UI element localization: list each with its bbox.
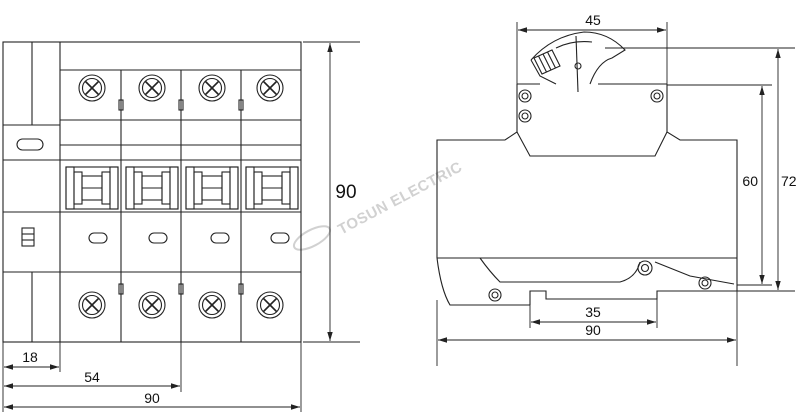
rail-height-label: 60 xyxy=(742,173,758,189)
front-dimensions xyxy=(2,41,360,412)
neutral-label-icon xyxy=(21,227,35,247)
terminal-screw-top-3 xyxy=(198,74,226,102)
pole-indicator-slot xyxy=(148,232,168,244)
three-module-width-label: 54 xyxy=(84,369,100,385)
terminal-tab xyxy=(238,283,244,295)
front-height-label: 90 xyxy=(335,182,356,203)
terminal-tab xyxy=(118,283,124,295)
lever-tip xyxy=(533,49,561,75)
mounting-hole xyxy=(650,89,664,103)
watermark: TOSUN ELECTRIC xyxy=(292,158,465,251)
side-dimensions xyxy=(436,22,795,366)
depth-label: 90 xyxy=(585,322,601,338)
mounting-hole xyxy=(488,288,502,302)
pole-indicator-slot xyxy=(88,232,108,244)
toggle-lever xyxy=(530,31,626,93)
lever-tip-hatch xyxy=(542,53,552,71)
side-step-line xyxy=(516,131,668,157)
side-right-upper-outline xyxy=(666,84,738,258)
terminal-tab xyxy=(118,99,124,111)
pole-indicator-slot xyxy=(270,232,290,244)
pole-indicator-slot xyxy=(210,232,230,244)
lever-axis xyxy=(575,35,579,93)
lever-inner-arc xyxy=(555,41,593,49)
mounting-hole xyxy=(518,109,532,123)
neutral-indicator-slot xyxy=(16,138,44,151)
front-view xyxy=(2,41,302,343)
terminal-screw-top-2 xyxy=(138,74,166,102)
din-rail-width-label: 35 xyxy=(585,304,601,320)
front-overall-width-label: 90 xyxy=(144,390,160,406)
terminal-tab xyxy=(178,283,184,295)
side-view xyxy=(436,31,738,306)
pole-handle-2 xyxy=(125,166,179,210)
terminal-tab xyxy=(238,99,244,111)
terminal-tab xyxy=(178,99,184,111)
mounting-hole xyxy=(637,260,653,276)
terminal-screw-top-4 xyxy=(256,74,284,102)
terminal-screw-top-1 xyxy=(78,74,106,102)
lever-tip-hatch xyxy=(547,51,556,69)
side-left-upper-outline xyxy=(436,84,518,258)
din-rail-notch xyxy=(529,258,738,305)
lever-tip-hatch xyxy=(538,55,547,73)
terminal-screw-bottom-3 xyxy=(198,291,226,319)
inner-contour-left xyxy=(479,257,641,283)
terminal-screw-bottom-4 xyxy=(256,291,284,319)
lever-pivot xyxy=(574,62,582,70)
lever-sector xyxy=(530,31,626,85)
mounting-hole xyxy=(698,276,712,290)
pole-handle-4 xyxy=(245,166,299,210)
pole-handle-3 xyxy=(185,166,239,210)
left-foot-outline xyxy=(436,257,530,306)
terminal-screw-bottom-2 xyxy=(138,291,166,319)
front-body-outline xyxy=(2,41,302,343)
overall-height-label: 72 xyxy=(781,173,797,189)
terminal-screw-bottom-1 xyxy=(78,291,106,319)
module-width-label: 18 xyxy=(22,349,38,365)
inner-contour-right xyxy=(654,261,735,285)
lever-left-edge xyxy=(530,59,557,85)
top-width-label: 45 xyxy=(585,12,601,28)
pole-handle-1 xyxy=(65,166,119,210)
mounting-hole xyxy=(518,89,532,103)
watermark-logo xyxy=(292,225,332,251)
